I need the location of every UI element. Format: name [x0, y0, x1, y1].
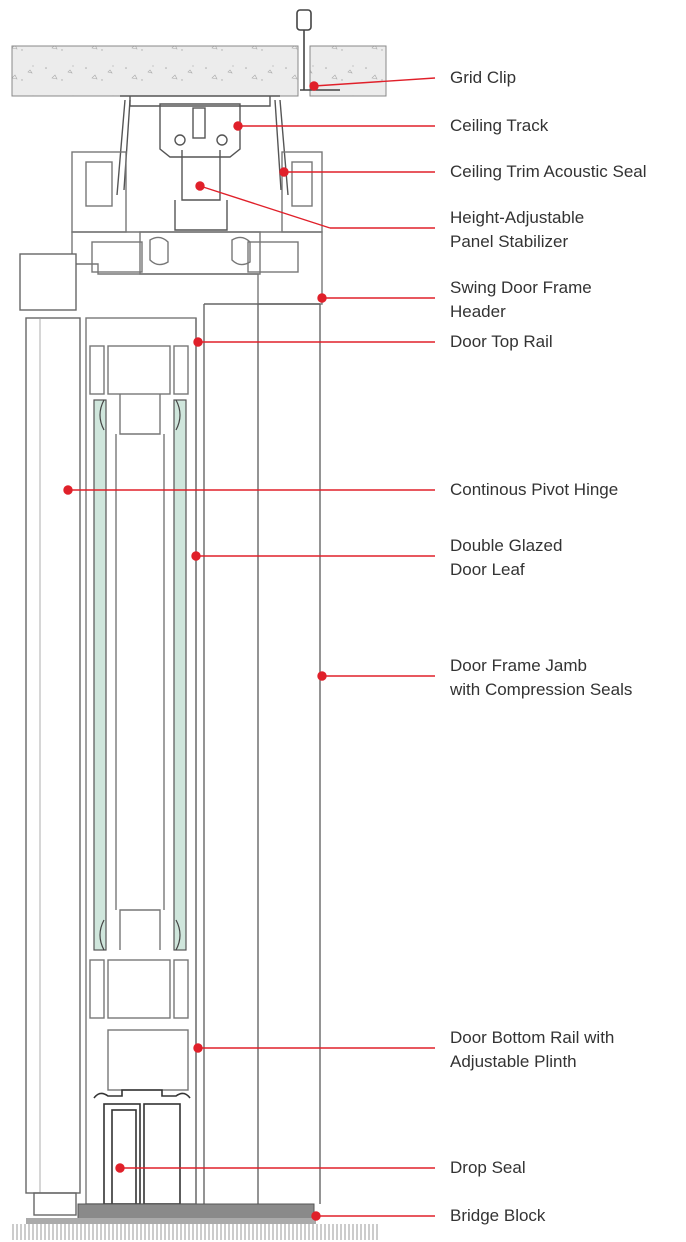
label-door-frame-jamb: Door Frame Jamb with Compression Seals — [450, 656, 633, 699]
label-grid-clip: Grid Clip — [450, 68, 517, 87]
floor-hatch — [12, 1224, 380, 1240]
door-frame-jamb-shape — [195, 303, 321, 1204]
label-double-glazed-door-leaf: Double Glazed Door Leaf — [450, 536, 563, 579]
ceiling-slab — [11, 45, 387, 97]
leader-lines — [63, 77, 436, 1221]
label-drop-seal: Drop Seal — [450, 1158, 526, 1177]
label-door-top-rail: Door Top Rail — [450, 332, 553, 351]
glass-panes — [93, 399, 187, 951]
pivot-hinge-shape — [25, 317, 81, 1216]
drop-seal-shape — [93, 1089, 191, 1221]
label-swing-door-frame-header: Swing Door Frame Header — [450, 278, 592, 321]
label-ceiling-trim-acoustic-seal: Ceiling Trim Acoustic Seal — [450, 162, 647, 181]
label-panel-stabilizer: Height-Adjustable Panel Stabilizer — [450, 208, 585, 251]
bridge-block-shape — [77, 1203, 315, 1221]
ceiling-track-shape — [116, 95, 289, 231]
grid-clip-shape — [296, 9, 340, 91]
threshold-plate — [26, 1218, 316, 1224]
label-door-bottom-rail: Door Bottom Rail with Adjustable Plinth — [450, 1028, 615, 1071]
frame-header-shape — [71, 151, 323, 305]
label-continuous-pivot-hinge: Continous Pivot Hinge — [450, 480, 619, 499]
pivot-hinge-top-block — [19, 253, 77, 311]
label-bridge-block: Bridge Block — [450, 1206, 546, 1225]
label-ceiling-track: Ceiling Track — [450, 116, 549, 135]
